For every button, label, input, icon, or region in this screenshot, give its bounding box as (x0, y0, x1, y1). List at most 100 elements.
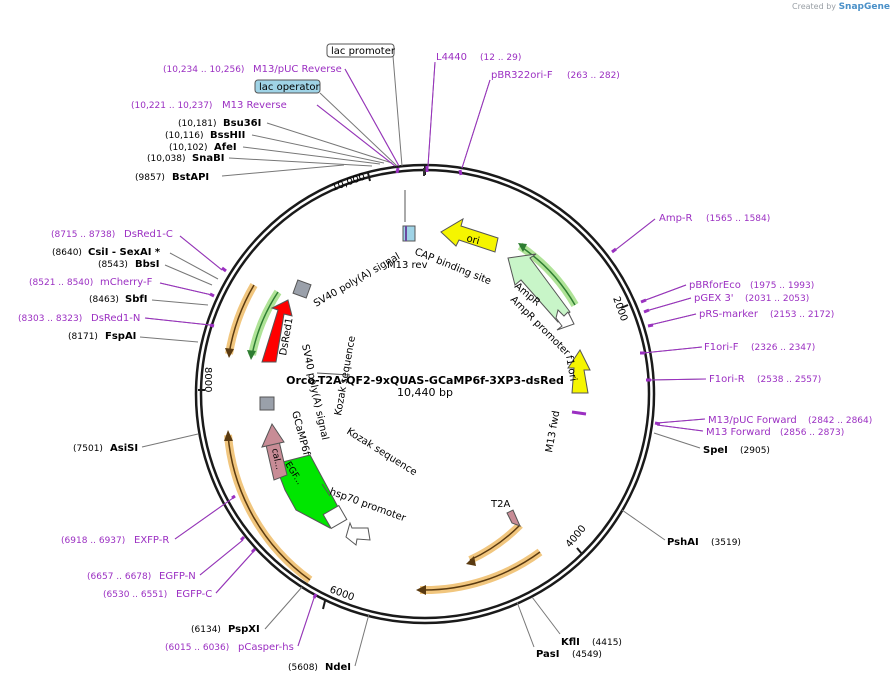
csii-pos: (8640) (52, 248, 82, 258)
boxed-labels: lac promoter lac operator (254, 43, 396, 94)
m13-puc-forward-pos: (2842 .. 2864) (808, 416, 872, 426)
orf-arc-right-inner (468, 522, 523, 564)
brand-name: SnapGene (838, 2, 890, 12)
leader-lac-operator (319, 92, 398, 167)
leader-spei (653, 432, 701, 449)
f1ori-r-pos: (2538 .. 2557) (757, 375, 821, 385)
bstapi-pos: (9857) (135, 173, 165, 183)
ndei-pos: (5608) (288, 663, 318, 673)
pbrforeco-pos: (1975 .. 1993) (750, 281, 814, 291)
orf-arc-green-right-line (519, 245, 576, 306)
kozak-2-label: Kozak sequence (344, 426, 418, 478)
leader-snabi (228, 157, 373, 167)
bbsi-pos: (8543) (98, 260, 128, 270)
pasi-label: PasI (536, 649, 559, 660)
l4440-label: L4440 (436, 52, 467, 63)
leader-afei (242, 146, 381, 165)
leader-sbfi (151, 299, 209, 306)
csii-label: CsiI - SexAI * (88, 247, 161, 258)
leader-pspxi (264, 586, 303, 630)
feature-leader-lines (316, 190, 406, 497)
tick-label-4000: 4000 (564, 523, 589, 550)
leader-bstapi (221, 164, 345, 177)
primer-leader-l4440 (427, 61, 436, 167)
primer-mark-egfpc (250, 547, 257, 554)
sv40-terminator-left (259, 396, 275, 411)
primer-leader-m13-puc-reverse (344, 68, 400, 167)
primer-leader-pbrforeco (642, 284, 687, 302)
primer-leader-f1orir (648, 378, 707, 381)
bsshii-label: BssHII (210, 130, 245, 141)
exfp-r-pos: (6918 .. 6937) (61, 536, 125, 546)
kfli-label: KflI (561, 637, 580, 648)
primer-leader-ampr (613, 218, 656, 252)
pcasper-hs-label: pCasper-hs (238, 642, 294, 653)
amp-r-pos: (1565 .. 1584) (706, 214, 770, 224)
leader-kozak1 (316, 372, 351, 376)
prs-marker-label: pRS-marker (699, 309, 759, 320)
sv40-polya-top-label: SV40 poly(A) signal (312, 251, 402, 309)
pasi-pos: (4549) (572, 650, 602, 660)
f1ori-f-label: F1ori-F (704, 342, 739, 353)
primer-mark-m13fwd-inner (571, 410, 587, 416)
m13-rev-label: M13 rev (387, 260, 428, 271)
sv40-terminator-top (292, 279, 312, 299)
pgex-3-label: pGEX 3' (694, 293, 734, 304)
tick-label-10000: 10,000 (330, 172, 367, 194)
dsred1-c-label: DsRed1-C (124, 229, 173, 240)
kfli-pos: (4415) (592, 638, 622, 648)
m13-puc-reverse-label: M13/pUC Reverse (253, 64, 342, 75)
m13-reverse-label: M13 Reverse (222, 100, 287, 111)
lac-bar (402, 225, 416, 242)
fspai-pos: (8171) (68, 332, 98, 342)
ampr-arrow (507, 253, 571, 323)
bbsi-label: BbsI (135, 259, 159, 270)
pgex-3-pos: (2031 .. 2053) (745, 294, 809, 304)
primer-leader-m13 (656, 424, 704, 432)
primer-leader-egfpn (199, 539, 244, 576)
orf-arrowhead-6 (518, 243, 527, 252)
bsshii-pos: (10,116) (165, 131, 204, 141)
primer-leader-mcherry (159, 282, 213, 296)
primer-mark-prs (647, 323, 654, 328)
orf-arrowhead-1 (416, 585, 426, 595)
ampr-promoter-arrow (555, 309, 575, 331)
primer-leader-egfpc (215, 551, 254, 594)
dsred1-n-label: DsRed1-N (91, 313, 140, 324)
lac-operator-box (254, 79, 321, 94)
primer-leader-f1orif (642, 346, 703, 354)
sbfi-pos: (8463) (89, 295, 119, 305)
bsu36i-pos: (10,181) (178, 119, 217, 129)
pshai-label: PshAI (667, 537, 699, 548)
left-labels: (10,234 .. 10,256) M13/pUC Reverse (10,2… (18, 64, 351, 673)
primer-leader-pcasper (297, 597, 315, 647)
leader-ndei (354, 613, 370, 667)
ori-label: ori (465, 233, 480, 247)
tick-mark-6000 (322, 600, 326, 610)
bstapi-label: BstAPI (172, 172, 209, 183)
egfp-n-label: EGFP-N (159, 571, 196, 582)
t2a-arrow (506, 509, 521, 527)
orf-arrowhead-5 (247, 350, 256, 360)
f1-ori-arrow (567, 349, 591, 394)
m13-forward-label: M13 Forward (706, 427, 771, 438)
egfp-c-pos: (6530 .. 6551) (103, 590, 167, 600)
orf-arc-green-left-line (251, 291, 279, 356)
afei-pos: (10,102) (169, 143, 208, 153)
m13-reverse-pos: (10,221 .. 10,237) (131, 101, 212, 111)
primer-mark-dsred1n (209, 323, 215, 328)
m13-forward-pos: (2856 .. 2873) (780, 428, 844, 438)
egfp-n-pos: (6657 .. 6678) (87, 572, 151, 582)
mcherry-f-pos: (8521 .. 8540) (29, 278, 93, 288)
dsred1-n-pos: (8303 .. 8323) (18, 314, 82, 324)
right-labels: L4440 (12 .. 29) pBR322ori-F (263 .. 282… (436, 52, 872, 660)
asisi-label: AsiSI (110, 443, 138, 454)
plasmid-name: Orco-T2A-QF2-9xQUAS-GCaMP6f-3XP3-dsRed (286, 374, 564, 387)
hsp70-promoter-arrow (345, 521, 371, 546)
egf-arrow (274, 454, 346, 529)
asisi-pos: (7501) (73, 444, 103, 454)
dsred1-arrow (261, 299, 293, 363)
orf-arc-left-top (225, 282, 258, 355)
tick-label-8000: 8000 (202, 367, 213, 392)
